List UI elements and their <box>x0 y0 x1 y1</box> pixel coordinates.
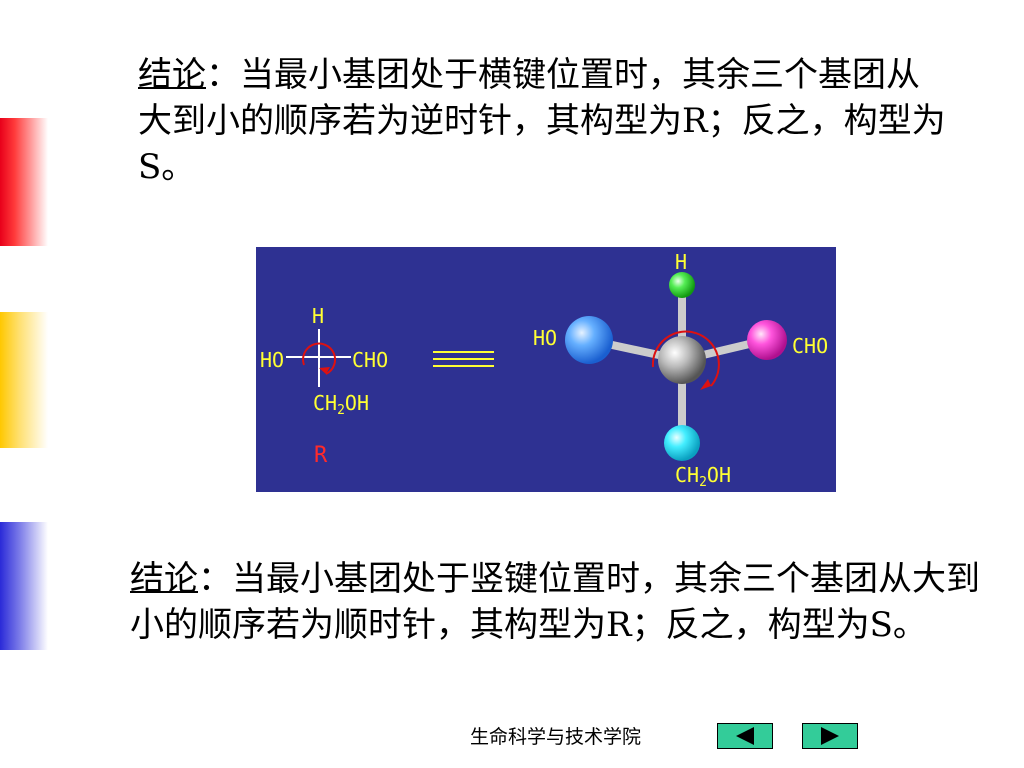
model-arrowhead <box>700 379 711 390</box>
diagram-graphics <box>286 272 787 461</box>
ball-ho <box>565 316 613 364</box>
ball-cho <box>747 320 787 360</box>
next-slide-button[interactable] <box>802 723 858 749</box>
triangle-left-icon <box>736 727 754 745</box>
ball-h <box>669 272 695 298</box>
side-bar-yellow <box>0 312 48 448</box>
conclusion-lead: 结论 <box>138 55 206 95</box>
fischer-rotation-arc <box>302 342 337 375</box>
ball-stick-model <box>565 272 787 461</box>
equivalence-sign <box>433 351 494 367</box>
side-bar-red <box>0 118 48 246</box>
model-label-right: CHO <box>792 334 829 358</box>
model-label-left: HO <box>533 326 558 350</box>
conclusion-vertical: 结论：当最小基团处于竖键位置时，其余三个基团从大到小的顺序若为顺时针，其构型为R… <box>130 556 980 648</box>
ball-center-carbon <box>658 336 706 384</box>
conclusion-horizontal: 结论：当最小基团处于横键位置时，其余三个基团从大到小的顺序若为逆时针，其构型为R… <box>138 52 948 190</box>
fischer-arrowhead <box>319 367 330 374</box>
stereo-diagram: H HO CHO CH2OH R H HO CHO CH2OH <box>256 247 836 492</box>
model-label-top: H <box>675 250 688 274</box>
fischer-label-right: CHO <box>352 348 389 372</box>
conclusion-text: ：当最小基团处于竖键位置时，其余三个基团从大到小的顺序若为顺时针，其构型为R；反… <box>130 559 980 645</box>
conclusion-text: ：当最小基团处于横键位置时，其余三个基团从大到小的顺序若为逆时针，其构型为R；反… <box>138 55 946 187</box>
model-label-bottom: CH2OH <box>675 463 732 490</box>
side-bar-blue <box>0 522 48 650</box>
fischer-projection <box>286 329 351 387</box>
footer-institution: 生命科学与技术学院 <box>470 726 642 748</box>
model-rotation-arc <box>651 330 720 387</box>
fischer-label-left: HO <box>260 348 285 372</box>
ball-ch2oh <box>664 425 700 461</box>
fischer-label-top: H <box>312 304 325 328</box>
configuration-label: R <box>314 443 328 468</box>
prev-slide-button[interactable] <box>717 723 773 749</box>
fischer-label-bottom: CH2OH <box>313 391 370 418</box>
triangle-right-icon <box>821 727 839 745</box>
conclusion-lead: 结论 <box>130 559 198 599</box>
